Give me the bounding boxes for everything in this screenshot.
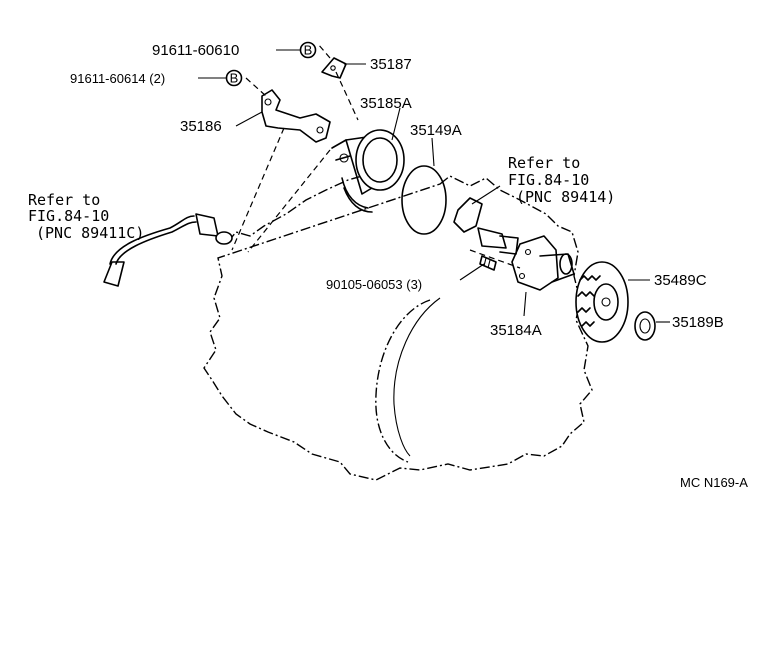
leader-dashed-f — [469, 249, 521, 269]
leader-35186 — [235, 111, 263, 127]
label-35189B: 35189B — [672, 314, 724, 331]
svg-text:Refer to: Refer to — [28, 191, 100, 209]
figure-code: MC N169-A — [680, 475, 748, 490]
label-35185A: 35185A — [360, 95, 412, 112]
label-91611-60610: 91611-60610 — [152, 42, 239, 59]
leader-dashed-b — [245, 77, 267, 97]
label-35186: 35186 — [180, 118, 222, 135]
transmission-housing — [203, 175, 593, 481]
svg-text:B: B — [304, 43, 313, 58]
marker-b-top: B — [299, 41, 317, 59]
o-ring-35149A — [401, 165, 447, 235]
leader-35149A — [431, 137, 435, 167]
leader-dashed-d — [231, 127, 285, 251]
svg-text:FIG.84-10: FIG.84-10 — [28, 207, 109, 225]
svg-text:FIG.84-10: FIG.84-10 — [508, 171, 589, 189]
bell-opening — [375, 299, 431, 463]
label-90105-06053: 90105-06053 (3) — [326, 277, 422, 292]
label-35149A: 35149A — [410, 122, 462, 139]
gear-35489C — [575, 261, 629, 343]
leader-90105 — [459, 263, 485, 281]
hub-35184A — [511, 235, 575, 291]
reference-left: Refer to FIG.84-10 (PNC 89411C) — [28, 191, 144, 242]
marker-b-second: B — [225, 69, 243, 87]
label-35187: 35187 — [370, 56, 412, 73]
clip-35187 — [321, 57, 347, 79]
svg-text:(PNC 89411C): (PNC 89411C) — [36, 224, 144, 242]
label-35184A: 35184A — [490, 322, 542, 339]
snap-ring-35189B — [634, 311, 656, 341]
leader-dashed-a — [317, 43, 331, 59]
reference-right: Refer to FIG.84-10 (PNC 89414) — [508, 154, 615, 206]
bell-opening-arc — [393, 297, 441, 457]
leader-dashed-c — [335, 71, 359, 121]
leader-35185A — [391, 107, 401, 141]
svg-text:(PNC 89414): (PNC 89414) — [516, 188, 615, 206]
svg-text:Refer to: Refer to — [508, 154, 580, 172]
label-35489C: 35489C — [654, 272, 707, 289]
leader-35184A — [523, 291, 527, 317]
leader-dashed-e — [247, 149, 331, 253]
sleeve-35185A — [331, 129, 405, 213]
label-91611-60614: 91611-60614 (2) — [70, 71, 165, 86]
bolt-90105 — [479, 255, 497, 271]
speed-sensor — [103, 213, 233, 287]
shaft-assembly — [453, 185, 519, 255]
svg-text:B: B — [230, 71, 239, 86]
bracket-35186 — [261, 89, 331, 143]
